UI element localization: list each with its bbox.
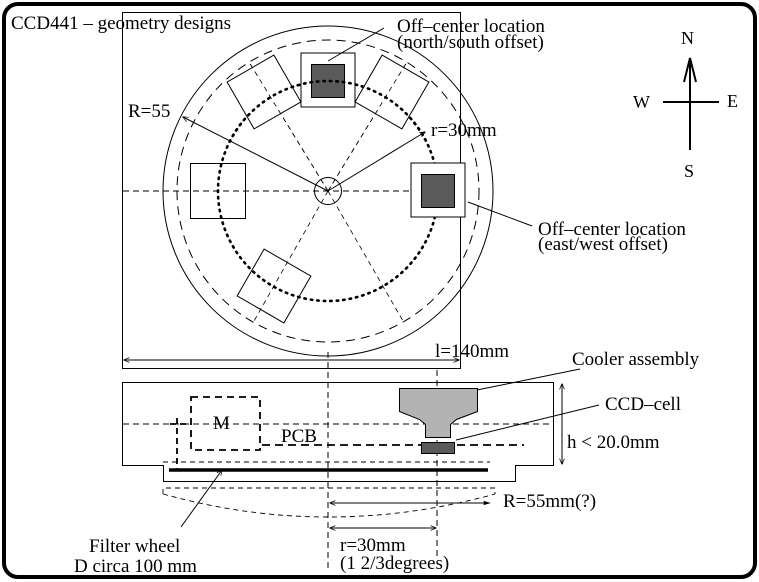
north-south-leader (327, 27, 385, 62)
diagram-title: CCD441 – geometry designs (11, 13, 231, 34)
filter-position-northeast (354, 54, 430, 130)
filter-wheel-label-line1: Filter wheel (89, 536, 180, 557)
ccd-chip-east (421, 174, 455, 208)
compass-north-arrow-icon (683, 57, 697, 83)
spoke-line-overlay (248, 61, 329, 192)
cooler-leader (476, 368, 581, 391)
compass-north: N (681, 28, 694, 48)
compass: N S W E (633, 28, 738, 181)
filter-position-west (190, 163, 246, 219)
ccd-cell (421, 442, 455, 454)
ccd-cell-label: CCD–cell (605, 394, 681, 415)
pcb-label: PCB (281, 426, 317, 447)
compass-east: E (727, 91, 738, 111)
top-view: R=55 r=30mm Off–center location (north/s… (122, 12, 686, 369)
compass-south: S (684, 161, 694, 181)
filter-wheel-label-line2: D circa 100 mm (74, 556, 197, 577)
housing-outline (122, 382, 554, 482)
filter-position-northwest (226, 54, 302, 130)
motor-label: M (213, 413, 230, 434)
compass-west: W (633, 92, 650, 112)
offset-label-line1: r=30mm (340, 535, 406, 556)
inner-radius-leader (327, 132, 425, 192)
ccd-cell-leader (455, 404, 600, 441)
filter-wheel-leader (180, 470, 222, 528)
east-west-annotation-line1: Off–center location (538, 219, 686, 240)
inner-radius-label: r=30mm (431, 120, 497, 141)
side-view: M PCB Cooler assembly CCD–cell h < 20.0m… (74, 349, 700, 577)
north-south-annotation-line1: Off–center location (397, 16, 545, 37)
length-label: l=140mm (435, 341, 509, 362)
filter-position-southwest (236, 248, 312, 324)
spoke-line (253, 190, 329, 322)
outer-radius-leader (183, 117, 329, 192)
cooler-label: Cooler assembly (572, 349, 700, 370)
wheel-lower-dashed (162, 487, 496, 494)
center-circle (314, 177, 342, 205)
offset-label-line2: (1 2/3degrees) (340, 553, 449, 574)
east-west-annotation-line2: (east/west offset) (538, 234, 668, 255)
spoke-line-overlay (327, 61, 408, 192)
dashed-wheel-circle (176, 39, 480, 343)
east-west-leader (467, 201, 533, 227)
north-south-annotation-line2: (north/south offset) (397, 32, 544, 53)
height-label: h < 20.0mm (567, 432, 660, 453)
outer-radius-label: R=55 (128, 101, 170, 122)
wheel-radius-label: R=55mm(?) (503, 491, 596, 512)
spoke-line (327, 190, 404, 322)
cooler-assembly (399, 388, 478, 438)
